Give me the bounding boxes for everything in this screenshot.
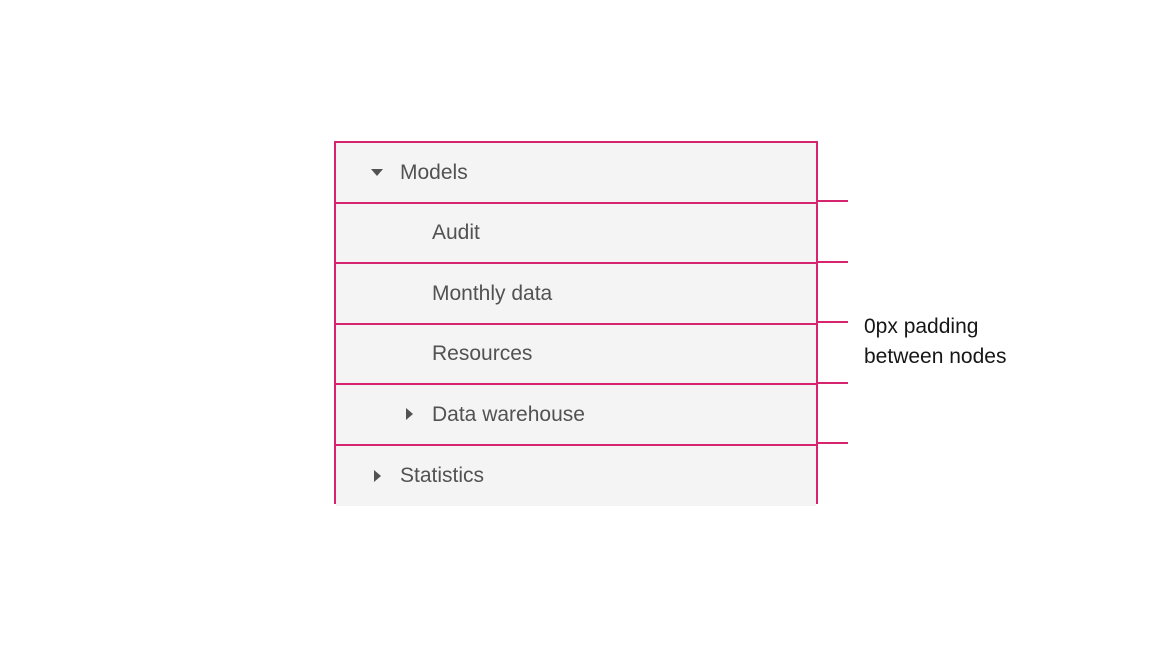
tree-node-label: Resources: [432, 342, 533, 366]
annotation-line-2: between nodes: [864, 345, 1007, 368]
caret-down-icon[interactable]: [370, 164, 386, 180]
caret-right-icon[interactable]: [402, 406, 418, 422]
tree-node-label: Audit: [432, 221, 480, 245]
tree-node-models[interactable]: Models: [336, 143, 816, 204]
tree-node-label: Monthly data: [432, 281, 553, 305]
caret-right-icon[interactable]: [370, 468, 386, 484]
measurement-leader-line: [818, 442, 848, 444]
tree-spec-group: Models Audit Monthly data Resources Data…: [334, 141, 818, 506]
measurement-leader-line: [818, 261, 848, 263]
tree-node-data-warehouse[interactable]: Data warehouse: [336, 385, 816, 446]
measurement-leader-line: [818, 382, 848, 384]
tree-node-label: Data warehouse: [432, 402, 585, 426]
no-caret: [402, 346, 418, 362]
no-caret: [402, 285, 418, 301]
tree-node-monthly-data[interactable]: Monthly data: [336, 264, 816, 325]
no-caret: [402, 225, 418, 241]
tree-node-statistics[interactable]: Statistics: [336, 445, 816, 506]
measurement-leader-line: [818, 200, 848, 202]
tree-node-label: Statistics: [400, 464, 485, 488]
annotation-padding-callout: 0px padding between nodes: [864, 312, 1094, 372]
tree-node-audit[interactable]: Audit: [336, 203, 816, 264]
tree-node-label: Models: [400, 160, 468, 184]
annotation-line-1: 0px padding: [864, 315, 979, 338]
measurement-leader-line: [818, 321, 848, 323]
tree-node-resources[interactable]: Resources: [336, 324, 816, 385]
tree-view: Models Audit Monthly data Resources Data…: [334, 141, 818, 506]
